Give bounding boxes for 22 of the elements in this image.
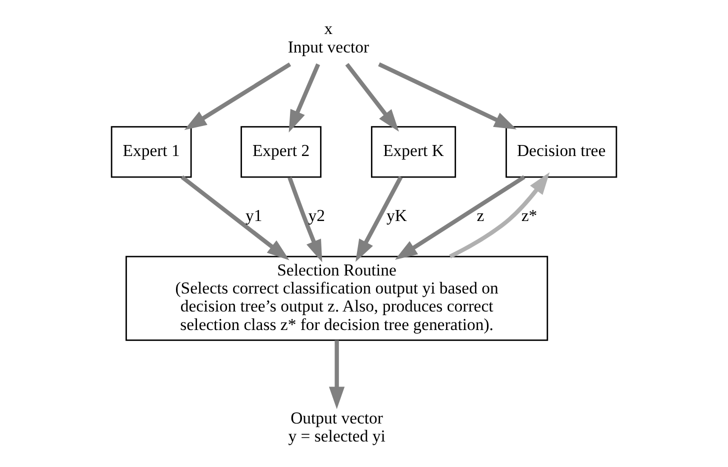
node-box: Expert 2: [240, 126, 322, 178]
node-box: Selection Routine (Selects correct classification output yi based on decision tree’s output z. Also, produces correct selection class z* for decision tree generation).: [126, 256, 548, 341]
edge-label: z: [476, 206, 484, 226]
arrow: [356, 176, 403, 262]
arrow: [328, 340, 345, 410]
arrow: [345, 62, 399, 132]
node-box: Decision tree: [506, 126, 618, 178]
node-text: Output vector y = selected yi: [288, 408, 386, 446]
edge-label: z*: [521, 206, 538, 226]
node-box: Expert K: [370, 126, 456, 178]
arrow: [378, 62, 517, 130]
edge-label: yK: [386, 206, 407, 226]
arrow: [288, 176, 322, 262]
node-text: x Input vector: [288, 19, 370, 56]
arrow: [288, 63, 320, 132]
arrow: [449, 172, 550, 258]
edge-label: y1: [245, 206, 262, 226]
edge-label: y2: [308, 206, 325, 226]
arrow: [184, 62, 292, 130]
arrow: [180, 175, 290, 260]
arrow: [394, 175, 526, 260]
node-box: Expert 1: [110, 126, 192, 178]
